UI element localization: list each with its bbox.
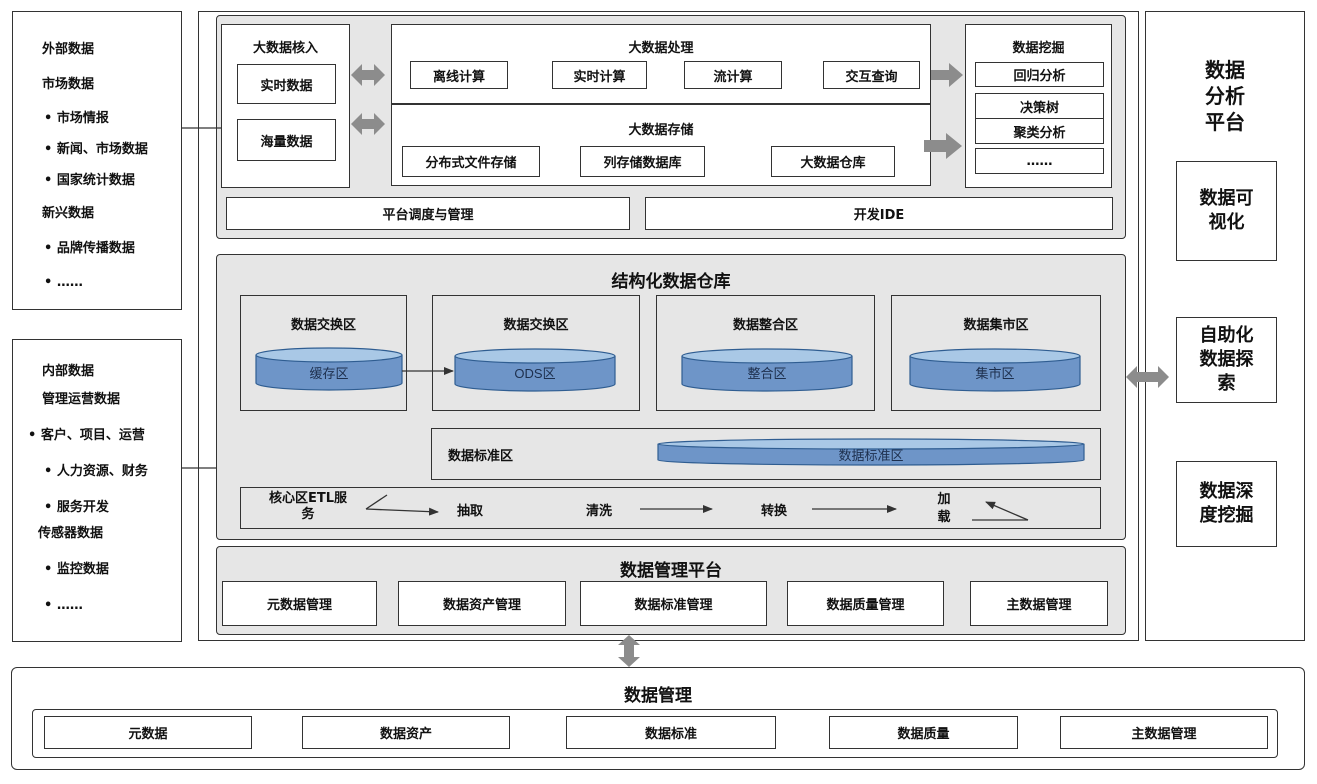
data-management-item: 数据质量: [829, 716, 1018, 749]
storage-title: 大数据存储: [628, 123, 694, 138]
standard-zone-title: 数据标准区: [448, 449, 514, 464]
zone-title: 数据集市区: [963, 318, 1029, 333]
zone-title: 数据整合区: [732, 318, 798, 333]
internal-item: • 监控数据: [44, 562, 109, 577]
analysis-item-label: 自助化 数据探 索: [1199, 325, 1254, 394]
zone-title: 数据交换区: [290, 318, 356, 333]
database-icon: [657, 438, 1085, 466]
db-label: 集市区: [975, 366, 1014, 381]
mining-item: 决策树: [975, 93, 1104, 119]
processing-item: 实时计算: [552, 61, 647, 89]
internal-item: • 客户、项目、运营: [28, 428, 145, 443]
data-management-title: 数据管理: [624, 686, 692, 706]
external-item: • 市场情报: [44, 111, 109, 126]
ingest-title: 大数据核入: [252, 41, 318, 56]
mining-item: 回归分析: [975, 62, 1104, 87]
db-label: ODS区: [514, 366, 555, 381]
processing-item: 流计算: [684, 61, 782, 89]
external-item: • ……: [44, 275, 83, 290]
analysis-item-label: 数据可 视化: [1199, 188, 1254, 233]
db-label: 缓存区: [309, 366, 348, 381]
storage-item: 大数据仓库: [771, 146, 895, 177]
right-arrow-icon: [924, 133, 962, 159]
etl-arrow: [365, 507, 439, 516]
scheduling-box: 平台调度与管理: [226, 197, 630, 230]
mgmt-platform-item: 数据标准管理: [580, 581, 767, 626]
external-data-panel: 外部数据 市场数据 • 市场情报 • 新闻、市场数据 • 国家统计数据 新兴数据…: [12, 11, 182, 310]
emerging-data-label: 新兴数据: [42, 206, 95, 221]
internal-data-title: 内部数据: [42, 364, 95, 379]
mgmt-platform-title: 数据管理平台: [620, 561, 722, 581]
realtime-data-box: 实时数据: [237, 64, 336, 104]
double-arrow-icon: [351, 64, 385, 86]
external-item: • 国家统计数据: [44, 173, 135, 188]
storage-item: 分布式文件存储: [402, 146, 540, 177]
vertical-double-arrow-icon: [618, 635, 640, 667]
data-management-item: 主数据管理: [1060, 716, 1268, 749]
etl-step: 加 载: [937, 492, 951, 525]
ops-data-label: 管理运营数据: [42, 392, 121, 407]
warehouse-title: 结构化数据仓库: [611, 272, 731, 292]
database-icon: [454, 348, 616, 392]
mining-item: ……: [975, 148, 1104, 174]
data-management-item: 数据资产: [302, 716, 510, 749]
external-item: • 品牌传播数据: [44, 241, 135, 256]
analysis-item-self-explore: 自助化 数据探 索: [1176, 317, 1277, 403]
etl-title: 核心区ETL服 务: [268, 491, 348, 522]
etl-arrow: [365, 494, 388, 510]
internal-data-panel: 内部数据 管理运营数据 • 客户、项目、运营 • 人力资源、财务 • 服务开发 …: [12, 339, 182, 642]
mining-title: 数据挖掘: [1012, 41, 1065, 56]
mgmt-platform-item: 数据质量管理: [787, 581, 944, 626]
ide-box: 开发IDE: [645, 197, 1113, 230]
analysis-item-visualization: 数据可 视化: [1176, 161, 1277, 261]
processing-item: 离线计算: [410, 61, 508, 89]
processing-item: 交互查询: [823, 61, 920, 89]
internal-item: • 人力资源、财务: [44, 464, 148, 479]
external-item: • 新闻、市场数据: [44, 142, 148, 157]
storage-item: 列存储数据库: [580, 146, 705, 177]
double-arrow-icon: [351, 113, 385, 135]
etl-step: 抽取: [457, 504, 484, 519]
zone-title: 数据交换区: [503, 318, 569, 333]
database-icon: [909, 348, 1081, 392]
massive-data-box: 海量数据: [237, 119, 336, 161]
analysis-item-label: 数据深 度挖掘: [1199, 481, 1254, 526]
right-arrow-icon: [931, 63, 963, 87]
db-label: 整合区: [747, 366, 786, 381]
analysis-item-deep-mining: 数据深 度挖掘: [1176, 461, 1277, 547]
internal-item: • ……: [44, 598, 83, 613]
etl-arrow: [985, 501, 1029, 521]
database-icon: [255, 347, 403, 391]
etl-step: 清洗: [586, 504, 613, 519]
processing-title: 大数据处理: [628, 41, 694, 56]
sensor-data-label: 传感器数据: [38, 526, 104, 541]
db-label: 数据标准区: [838, 448, 903, 463]
etl-step: 转换: [761, 504, 788, 519]
analysis-title: 数据 分析 平台: [1205, 58, 1245, 134]
mgmt-platform-item: 元数据管理: [222, 581, 377, 626]
mgmt-platform-item: 主数据管理: [970, 581, 1108, 626]
etl-zone: [240, 487, 1101, 529]
data-management-item: 元数据: [44, 716, 252, 749]
internal-item: • 服务开发: [44, 500, 109, 515]
mining-item: 聚类分析: [975, 118, 1104, 144]
database-icon: [681, 348, 853, 392]
market-data-label: 市场数据: [42, 77, 95, 92]
data-management-item: 数据标准: [566, 716, 776, 749]
double-arrow-icon: [1126, 366, 1169, 388]
mgmt-platform-item: 数据资产管理: [398, 581, 566, 626]
external-data-title: 外部数据: [42, 42, 95, 57]
